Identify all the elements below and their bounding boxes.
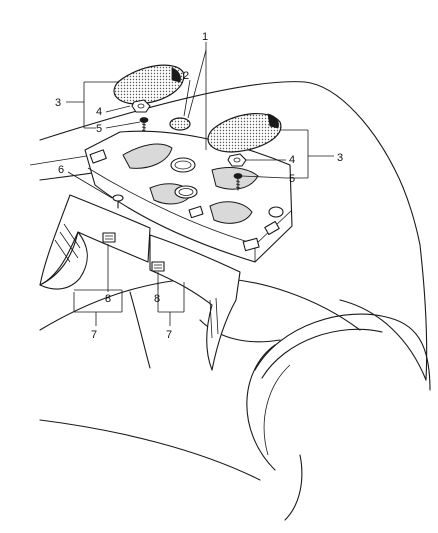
callout-5-right: 5 bbox=[289, 173, 295, 185]
callout-1: 1 bbox=[202, 31, 208, 43]
left-speaker-grille bbox=[113, 64, 185, 105]
callout-3-left: 3 bbox=[55, 97, 61, 109]
callout-2: 2 bbox=[183, 70, 189, 82]
callout-3-right: 3 bbox=[337, 152, 343, 164]
callout-4-right: 4 bbox=[289, 154, 295, 166]
callout-6: 6 bbox=[58, 164, 64, 176]
right-trim-panel bbox=[149, 234, 241, 371]
right-speaker-grille bbox=[207, 112, 282, 153]
grommet bbox=[169, 117, 191, 131]
callout-8-right: 8 bbox=[154, 293, 160, 305]
left-screw bbox=[139, 117, 149, 132]
rear-wheel-arch bbox=[246, 313, 431, 521]
left-trim-panel bbox=[39, 194, 151, 290]
callout-5-left: 5 bbox=[96, 123, 102, 135]
left-nut bbox=[131, 99, 151, 113]
callout-7-right: 7 bbox=[166, 329, 172, 341]
right-nut bbox=[227, 153, 247, 167]
callout-4-left: 4 bbox=[96, 106, 102, 118]
push-pin-retainer bbox=[112, 194, 124, 209]
callout-labels: 1 2 3 4 5 4 3 5 6 8 8 7 7 bbox=[55, 31, 343, 341]
callout-8-left: 8 bbox=[105, 293, 111, 305]
leader-lines bbox=[66, 42, 334, 326]
callout-7-left: 7 bbox=[91, 329, 97, 341]
